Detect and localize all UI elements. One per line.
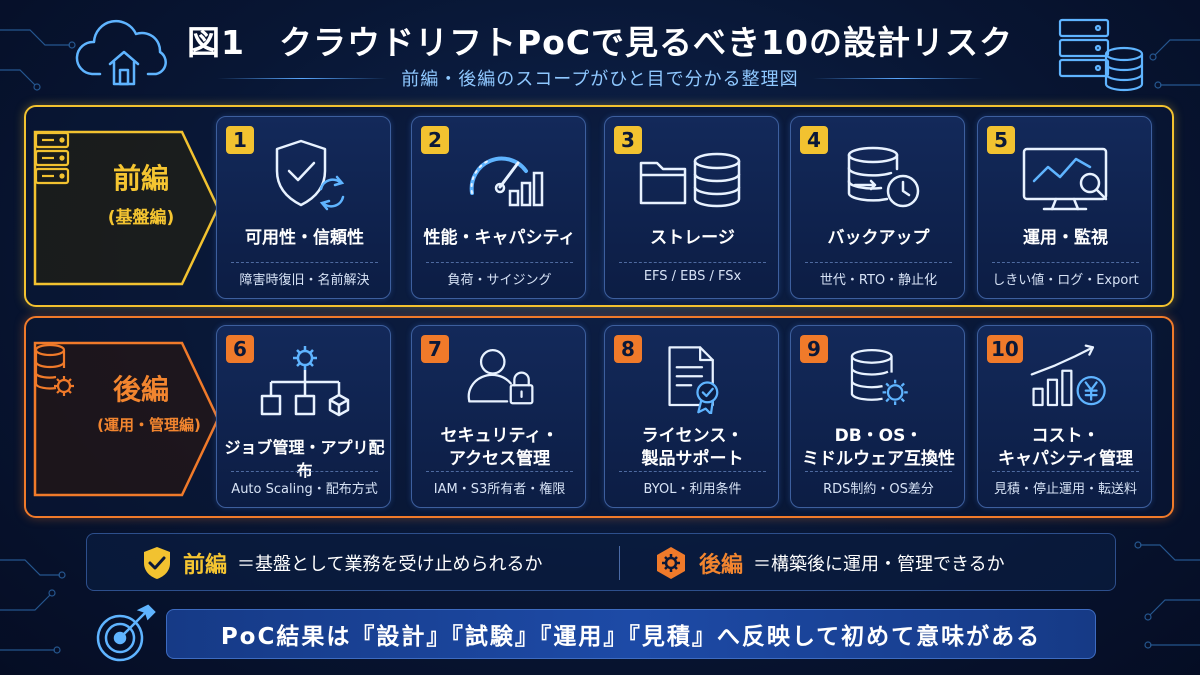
section-title: 後編 [112, 373, 169, 406]
database-gear-icon [34, 343, 74, 396]
risk-card-3: 3 ストレージ EFS / EBS / FSx [604, 116, 779, 299]
gauge-icon [469, 156, 544, 207]
shield-check-refresh-icon [275, 139, 345, 211]
legend-separator [619, 546, 620, 580]
card-divider [992, 262, 1139, 263]
card-title-line-1: DB・OS・ [834, 426, 923, 446]
target-arrow-icon [96, 604, 156, 662]
card-description: BYOL・利用条件 [643, 482, 742, 497]
legend-text: ＝構築後に運用・管理できるか [753, 554, 1005, 575]
section-first-part: 前編 (基盤編) 1 可用性・信頼 [24, 105, 1174, 307]
card-title-line-1: ライセンス・ [641, 426, 744, 446]
card-divider [426, 471, 573, 472]
server-rack-icon [34, 131, 70, 185]
circuit-decoration-right [1134, 39, 1200, 649]
gear-tree-icon [260, 346, 350, 417]
risk-card-7: 7 セキュリティ・ アクセス管理 IAM・S3所有者・権限 [411, 325, 586, 508]
card-number-badge: 2 [421, 126, 449, 154]
card-divider [619, 262, 766, 263]
card-description: 世代・RTO・静止化 [819, 273, 938, 288]
database-gear-icon [850, 348, 908, 405]
card-title-line-1: 可用性・信頼性 [245, 228, 364, 248]
folder-database-icon [639, 152, 741, 208]
card-title-line-2: キャパシティ管理 [998, 449, 1133, 469]
footer-text: PoC結果は『設計』『試験』『運用』『見積』へ反映して初めて意味がある [220, 624, 1042, 650]
card-number-badge: 8 [614, 335, 642, 363]
risk-card-8: 8 ライセンス・ 製品サポート BYOL・利用条件 [604, 325, 779, 508]
section-label-chevron: 前編 (基盤編) [32, 129, 222, 287]
risk-card-5: 5 運用・監視 しきい値・ログ・Export [977, 116, 1152, 299]
cloud-home-icon [75, 19, 167, 86]
bar-chart-yen-icon [1030, 344, 1106, 407]
card-title-line-1: バックアップ [827, 228, 930, 248]
certificate-document-icon [668, 346, 719, 414]
card-number-badge: 1 [226, 126, 254, 154]
card-title-line-1: 性能・キャパシティ [423, 228, 576, 248]
card-divider [231, 471, 378, 472]
card-description: しきい値・ログ・Export [992, 273, 1139, 288]
card-title-line-1: ジョブ管理・アプリ配布 [224, 438, 385, 480]
card-number-badge: 6 [226, 335, 254, 363]
card-divider [805, 262, 952, 263]
card-title-line-2: アクセス管理 [448, 449, 551, 469]
server-database-icon [1058, 18, 1144, 92]
gear-icon [657, 547, 685, 579]
card-description: IAM・S3所有者・権限 [433, 482, 566, 497]
footer-banner: PoC結果は『設計』『試験』『運用』『見積』へ反映して初めて意味がある [166, 609, 1096, 659]
legend-box: 前編 ＝基盤として業務を受け止められるか 後編 ＝構築後に運用・管理できるか [86, 533, 1116, 591]
card-number-badge: 9 [800, 335, 828, 363]
subtitle-line-right [812, 77, 983, 79]
card-title-line-1: コスト・ [1031, 426, 1100, 446]
card-title-line-2: ミドルウェア互換性 [802, 449, 955, 469]
section-subtitle: (運用・管理編) [97, 416, 201, 434]
card-description: Auto Scaling・配布方式 [231, 482, 378, 497]
risk-card-4: 4 バックアップ 世代・RTO・静止化 [790, 116, 965, 299]
card-divider [231, 262, 378, 263]
card-number-badge: 4 [800, 126, 828, 154]
legend-item-first-part: 前編 ＝基盤として業務を受け止められるか [141, 534, 542, 592]
legend-item-second-part: 後編 ＝構築後に運用・管理できるか [653, 534, 1005, 592]
risk-card-1: 1 可用性・信頼性 障害時復旧・名前解決 [216, 116, 391, 299]
card-description: EFS / EBS / FSx [643, 269, 742, 284]
card-description: 見積・停止運用・転送料 [993, 482, 1137, 497]
card-number-badge: 10 [987, 335, 1023, 363]
card-description: 障害時復旧・名前解決 [239, 273, 370, 288]
risk-card-6: 6 ジョブ管理・アプリ配布 Auto Scaling・配布方式 [216, 325, 391, 508]
subtitle-line-left [217, 77, 388, 79]
legend-text: ＝基盤として業務を受け止められるか [237, 554, 543, 575]
circuit-decoration-left [0, 29, 76, 654]
legend-key: 後編 [699, 553, 744, 578]
card-description: RDS制約・OS差分 [823, 482, 934, 497]
card-divider [805, 471, 952, 472]
card-number-badge: 7 [421, 335, 449, 363]
card-divider [426, 262, 573, 263]
user-lock-icon [467, 348, 534, 405]
subtitle-row: 前編・後編のスコープがひと目で分かる整理図 [0, 64, 1200, 92]
card-divider [992, 471, 1139, 472]
page-subtitle: 前編・後編のスコープがひと目で分かる整理図 [401, 69, 799, 90]
section-subtitle: (基盤編) [107, 208, 175, 228]
section-title: 前編 [112, 162, 169, 195]
shield-check-icon [144, 547, 170, 579]
card-title-line-1: ストレージ [650, 228, 735, 248]
risk-card-2: 2 性能・キャパシティ 負荷・サイジング [411, 116, 586, 299]
card-number-badge: 5 [987, 126, 1015, 154]
section-label-chevron: 後編 (運用・管理編) [32, 340, 222, 498]
database-clock-icon [847, 146, 920, 208]
card-number-badge: 3 [614, 126, 642, 154]
risk-card-10: 10 コスト・ キャパシティ管理 見積・停止運用・転送料 [977, 325, 1152, 508]
legend-key: 前編 [183, 553, 228, 578]
card-title-line-1: 運用・監視 [1023, 228, 1108, 248]
page-title: 図1 クラウドリフトPoCで見るべき10の設計リスク [187, 23, 1013, 62]
card-title-line-1: セキュリティ・ [440, 426, 559, 446]
card-divider [619, 471, 766, 472]
card-title-line-2: 製品サポート [641, 449, 744, 469]
risk-card-9: 9 DB・OS・ ミドルウェア互換性 RDS制約・OS差分 [790, 325, 965, 508]
card-description: 負荷・サイジング [447, 273, 552, 288]
section-second-part: 後編 (運用・管理編) 6 [24, 316, 1174, 518]
monitor-search-icon [1022, 147, 1108, 211]
